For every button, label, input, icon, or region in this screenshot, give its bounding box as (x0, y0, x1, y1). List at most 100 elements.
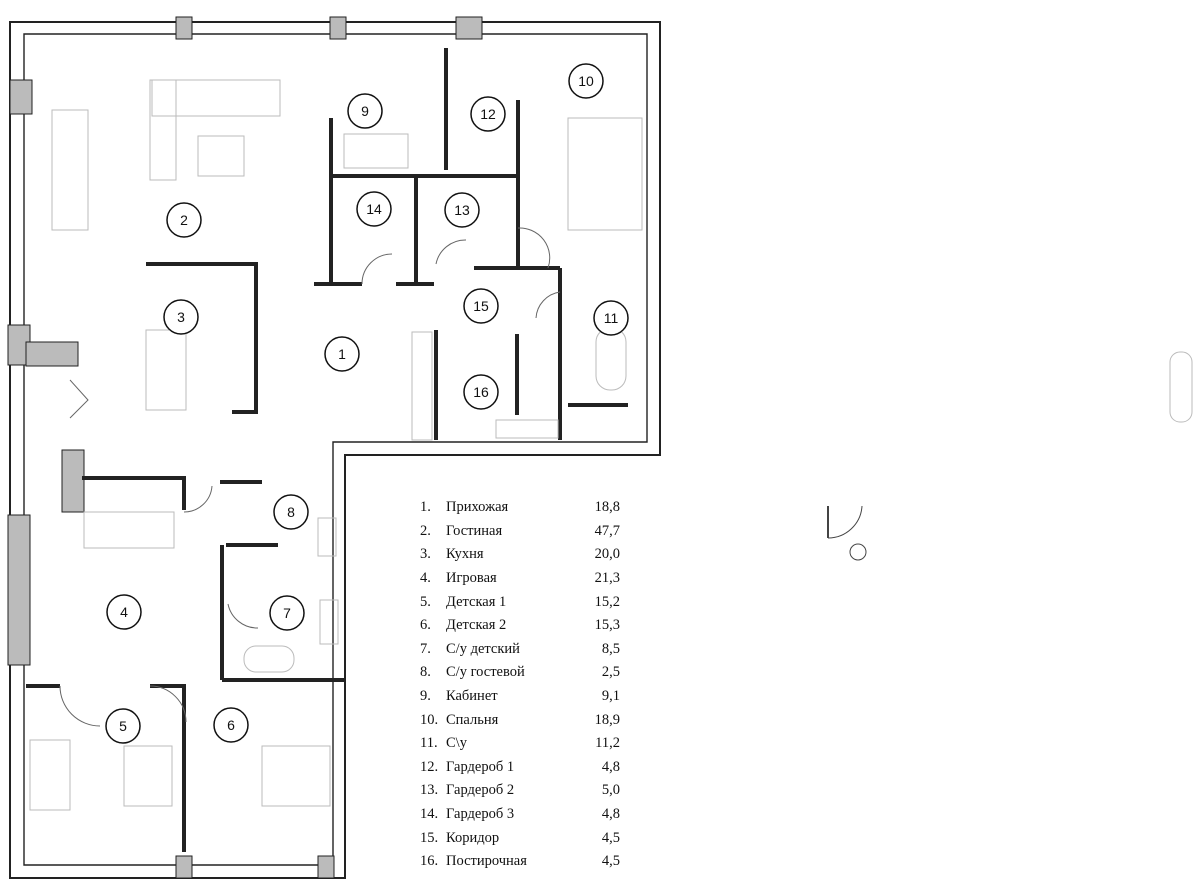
legend-row: 6. Детская 2 15,3 (420, 614, 620, 638)
room-marker-3: 3 (163, 299, 199, 335)
legend-room-name: Гостиная (446, 522, 503, 539)
legend-room-name: Кабинет (446, 688, 498, 705)
svg-text:6: 6 (227, 717, 235, 733)
svg-text:14: 14 (366, 201, 382, 217)
room-marker-8: 8 (273, 494, 309, 530)
legend-number: 8. (420, 664, 431, 681)
room-marker-5: 5 (105, 708, 141, 744)
legend-row: 15. Коридор 4,5 (420, 826, 620, 850)
legend-room-area: 4,5 (601, 853, 620, 870)
legend-room-name: Спальня (446, 711, 499, 728)
legend-number: 3. (420, 546, 431, 563)
room-marker-16: 16 (463, 374, 499, 410)
legend-number: 4. (420, 570, 431, 587)
room-marker-10: 10 (568, 63, 604, 99)
legend-room-area: 18,8 (594, 499, 620, 516)
legend-row: 1. Прихожая 18,8 (420, 496, 620, 520)
legend-row: 5. Детская 1 15,2 (420, 590, 620, 614)
legend-number: 10. (420, 711, 439, 728)
legend-room-name: Коридор (446, 829, 500, 846)
room-marker-4: 4 (106, 594, 142, 630)
legend-number: 2. (420, 522, 431, 539)
legend-room-area: 5,0 (601, 782, 620, 799)
legend-room-area: 8,5 (601, 640, 620, 657)
legend-room-area: 11,2 (595, 735, 620, 752)
svg-text:4: 4 (120, 604, 128, 620)
legend-number: 1. (420, 499, 431, 516)
room-marker-15: 15 (463, 288, 499, 324)
legend-room-name: Прихожая (446, 499, 509, 516)
legend-room-area: 15,3 (594, 617, 620, 634)
legend-number: 16. (420, 853, 439, 870)
svg-text:12: 12 (480, 106, 496, 122)
svg-text:9: 9 (361, 103, 369, 119)
svg-text:11: 11 (604, 310, 619, 326)
legend-room-area: 21,3 (594, 570, 620, 587)
legend-number: 5. (420, 593, 431, 610)
standalone-door-symbol (827, 505, 867, 561)
legend-room-area: 4,5 (601, 829, 620, 846)
svg-text:13: 13 (454, 202, 470, 218)
legend-room-name: Игровая (446, 570, 497, 587)
legend-row: 16. Постирочная 4,5 (420, 850, 620, 874)
legend-number: 14. (420, 806, 439, 823)
legend-room-name: Кухня (446, 546, 484, 563)
room-marker-11: 11 (593, 300, 629, 336)
legend-row: 2. Гостиная 47,7 (420, 520, 620, 544)
svg-text:15: 15 (473, 298, 489, 314)
legend-room-area: 4,8 (601, 758, 620, 775)
legend-room-area: 2,5 (601, 664, 620, 681)
legend-room-area: 18,9 (594, 711, 620, 728)
legend-row: 12. Гардероб 1 4,8 (420, 756, 620, 780)
room-marker-9: 9 (347, 93, 383, 129)
legend-room-area: 9,1 (601, 688, 620, 705)
svg-text:1: 1 (338, 346, 346, 362)
legend-row: 3. Кухня 20,0 (420, 543, 620, 567)
room-marker-1: 1 (324, 336, 360, 372)
legend-number: 12. (420, 758, 439, 775)
room-marker-2: 2 (166, 202, 202, 238)
legend-row: 11. С\у 11,2 (420, 732, 620, 756)
legend-room-area: 47,7 (594, 522, 620, 539)
legend-room-area: 15,2 (594, 593, 620, 610)
legend-number: 11. (420, 735, 438, 752)
svg-text:2: 2 (180, 212, 188, 228)
interior-walls (26, 48, 628, 852)
room-marker-14: 14 (356, 191, 392, 227)
legend-number: 15. (420, 829, 439, 846)
outer-walls (9, 21, 661, 879)
legend-row: 13. Гардероб 2 5,0 (420, 779, 620, 803)
legend-number: 7. (420, 640, 431, 657)
svg-text:16: 16 (473, 384, 489, 400)
door-swings (59, 227, 561, 727)
room-legend: 1. Прихожая 18,8 2. Гостиная 47,7 3. Кухня 20,… (420, 496, 620, 874)
legend-room-name: Детская 2 (446, 617, 507, 634)
legend-row: 10. Спальня 18,9 (420, 708, 620, 732)
legend-room-name: Детская 1 (446, 593, 507, 610)
svg-text:8: 8 (287, 504, 295, 520)
legend-room-area: 4,8 (601, 806, 620, 823)
legend-number: 13. (420, 782, 439, 799)
room-marker-6: 6 (213, 707, 249, 743)
legend-room-name: Гардероб 2 (446, 782, 515, 799)
legend-number: 6. (420, 617, 431, 634)
svg-text:3: 3 (177, 309, 185, 325)
room-marker-13: 13 (444, 192, 480, 228)
legend-row: 9. Кабинет 9,1 (420, 685, 620, 709)
room-marker-7: 7 (269, 595, 305, 631)
legend-room-name: Гардероб 1 (446, 758, 515, 775)
svg-text:5: 5 (119, 718, 127, 734)
legend-room-name: С\у (446, 735, 467, 752)
legend-room-name: Постирочная (446, 853, 527, 870)
legend-row: 4. Игровая 21,3 (420, 567, 620, 591)
wall-columns (7, 16, 483, 879)
legend-number: 9. (420, 688, 431, 705)
svg-text:7: 7 (283, 605, 291, 621)
legend-room-area: 20,0 (594, 546, 620, 563)
svg-text:10: 10 (578, 73, 594, 89)
legend-room-name: С/у гостевой (446, 664, 525, 681)
